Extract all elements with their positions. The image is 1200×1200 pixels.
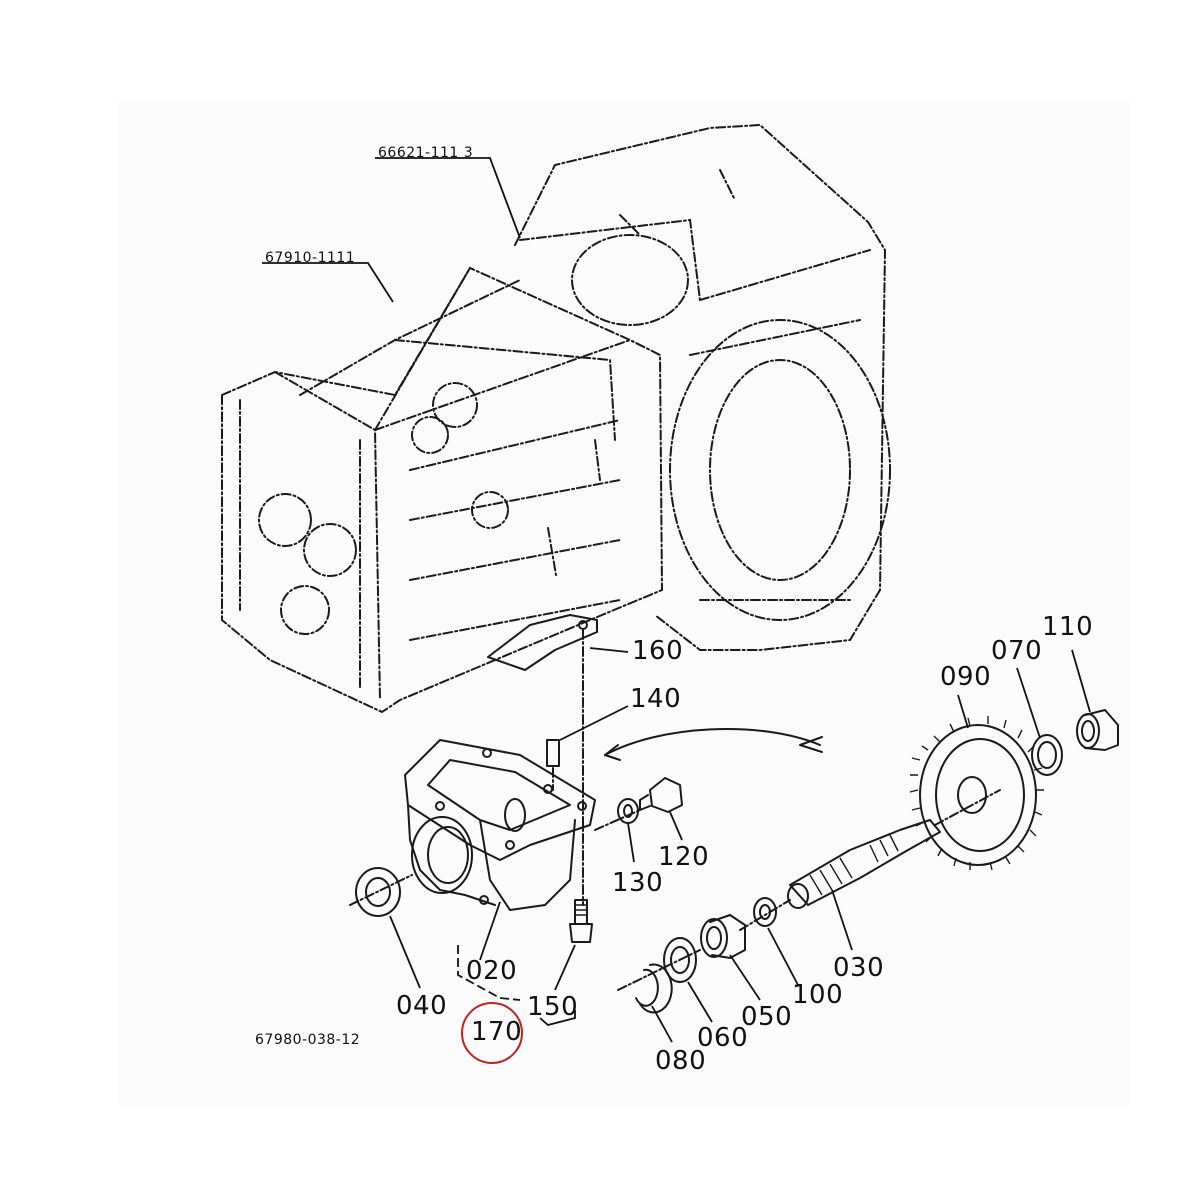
pin-140 <box>546 739 560 791</box>
label-040: 040 <box>396 991 448 1021</box>
assembly-arrow <box>604 727 821 756</box>
seal-040 <box>349 867 413 917</box>
snap-ring-080 <box>635 963 673 1014</box>
washer-130 <box>617 798 639 824</box>
label-020: 020 <box>466 956 518 986</box>
bearing-050 <box>700 914 746 959</box>
transmission-case <box>221 266 664 714</box>
bearing-110 <box>1076 709 1119 751</box>
label-060: 060 <box>697 1023 749 1053</box>
gasket-160 <box>487 614 598 671</box>
gear-090 <box>909 716 1044 871</box>
shaft-030 <box>739 789 1001 931</box>
washer-070 <box>1031 734 1063 776</box>
label-150: 150 <box>527 992 579 1022</box>
label-110: 110 <box>1042 612 1094 642</box>
label-120: 120 <box>658 842 710 872</box>
bolt-150 <box>569 899 593 943</box>
label-050: 050 <box>741 1002 793 1032</box>
label-070: 070 <box>991 636 1043 666</box>
highlight-circle-170 <box>461 1002 523 1064</box>
label-66621: 66621-111 3 <box>378 145 474 161</box>
label-090: 090 <box>940 662 992 692</box>
label-130: 130 <box>612 868 664 898</box>
label-67910: 67910-1111 <box>265 250 356 266</box>
rear-housing <box>514 123 891 651</box>
label-030: 030 <box>833 953 885 983</box>
label-140: 140 <box>630 684 682 714</box>
figure-code: 67980-038-12 <box>255 1032 361 1048</box>
label-160: 160 <box>632 636 684 666</box>
washer-100 <box>753 897 777 927</box>
label-080: 080 <box>655 1046 707 1076</box>
leader-lines <box>262 157 1091 1043</box>
label-100: 100 <box>792 980 844 1010</box>
diagram-sheet <box>118 100 1130 1105</box>
washer-060 <box>617 937 701 991</box>
gear-case-020 <box>404 739 641 911</box>
plug-120 <box>639 777 683 813</box>
